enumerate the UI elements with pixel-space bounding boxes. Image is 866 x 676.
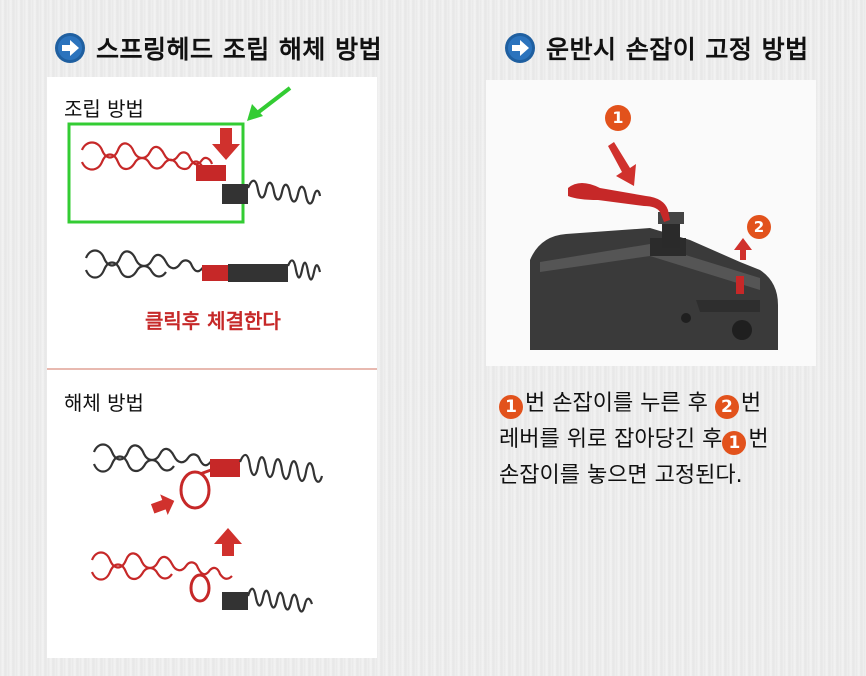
desc-line1-part1: 번 손잡이를 누른 후 [525,391,715,416]
red-spring-head-icon [80,141,214,171]
assembly-label: 조립 방법 [64,97,144,121]
right-arrow-icon [150,494,175,515]
red-lever [736,276,744,294]
red-key-ring [179,470,211,510]
disassembly-red-joint [210,459,240,477]
dark-cable-icon [246,179,322,205]
arrow-circle-icon [55,33,85,63]
red-handle-grip [568,183,670,222]
green-pointer-arrow [254,86,292,116]
handle-section-title: 운반시 손잡이 고정 방법 [546,35,809,64]
step1-number-badge: 1 [499,395,523,419]
assembled-red-joint [202,265,228,281]
step1-badge-label: 1 [612,108,624,127]
desc-line1-part2: 번 [740,391,762,416]
disassembly-panel [47,370,377,658]
step1-down-arrow-icon [608,142,636,186]
assembly-section-heading: 스프링헤드 조립 해체 방법 [54,30,382,66]
handle-section-heading: 운반시 손잡이 고정 방법 [504,30,809,66]
highlight-box [67,122,245,224]
assembled-dark-joint [228,264,288,282]
separated-dark-cable-icon [246,587,314,613]
disassembly-label: 해체 방법 [64,391,144,415]
step2-number-badge: 2 [714,395,739,419]
step2-badge [747,215,771,239]
step1-badge [605,105,631,131]
down-arrow-icon [212,128,240,160]
panel-divider [47,368,377,370]
step1-number-badge-2: 1 [722,431,747,455]
up-arrow-icon [214,528,242,556]
step2-badge-label: 2 [753,218,765,236]
arrow-circle-icon [505,33,535,63]
desc-line2-part2: 번 [748,427,769,452]
red-connector [196,165,226,181]
separated-red-spring-icon [90,551,233,581]
disassembly-spring-icon [92,443,213,473]
step2-up-arrow-icon [734,238,752,260]
desc-line3: 손잡이를 놓으면 고정된다. [499,463,743,488]
assembly-section-title: 스프링헤드 조립 해체 방법 [96,35,383,64]
assembled-spring-icon [84,249,205,279]
dark-connector [222,184,248,204]
desc-line2: 레버를 위로 잡아당긴 후 [499,427,723,452]
assembly-caption: 클릭후 체결한다 [145,309,281,333]
